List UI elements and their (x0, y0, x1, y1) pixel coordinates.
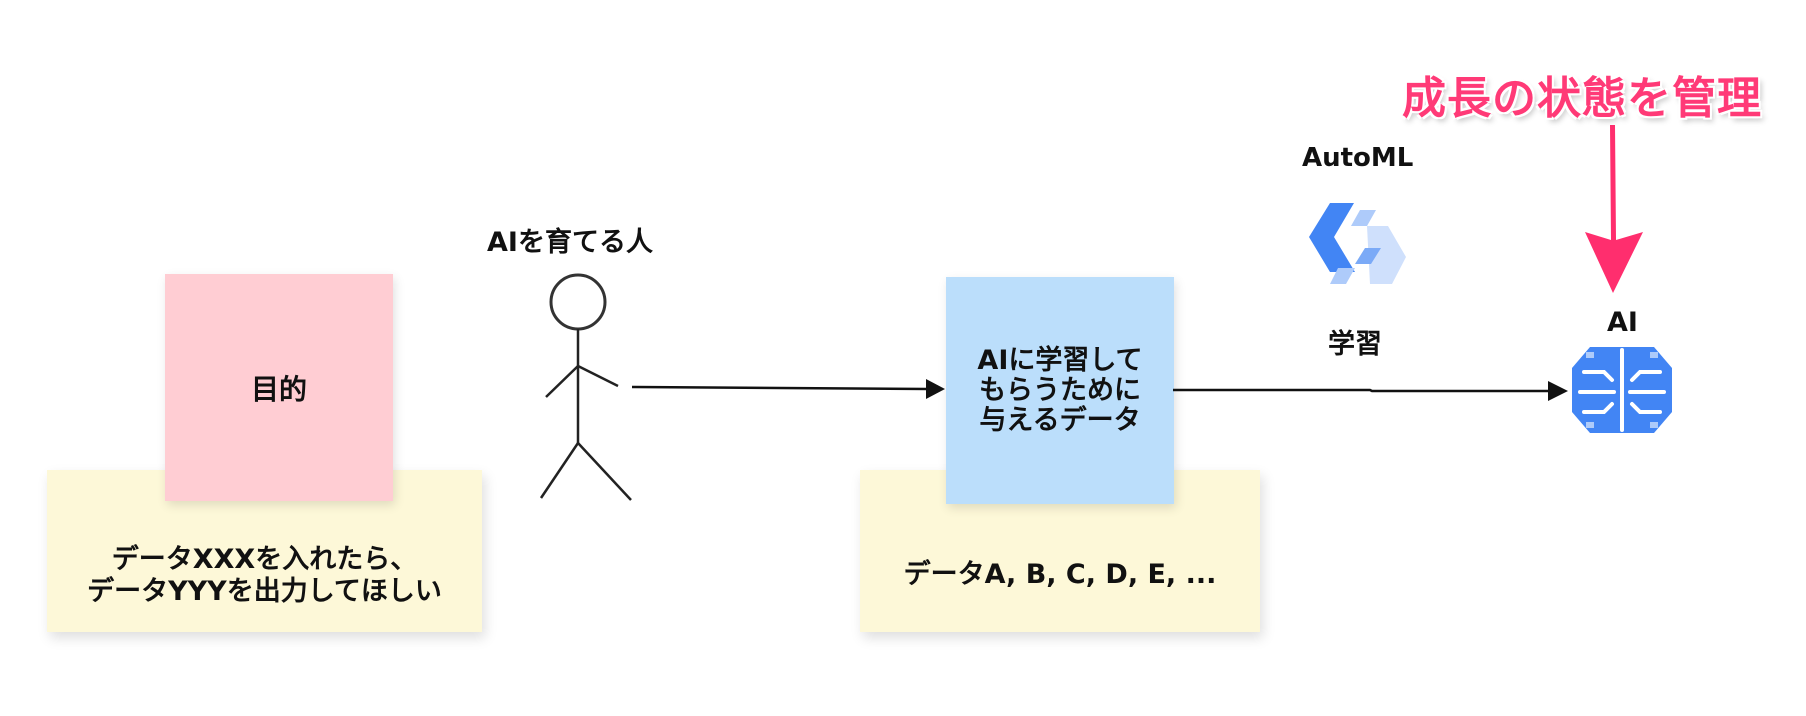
data-examples-text: データA, B, C, D, E, ... (903, 558, 1217, 590)
learning-step-label: 学習 (1328, 329, 1382, 360)
ai-label: AI (1607, 307, 1638, 338)
trainer-label: AIを育てる人 (487, 227, 653, 258)
training-data-note: AIに学習して もらうために 与えるデータ (946, 277, 1174, 504)
training-data-title: AIに学習して もらうために 与えるデータ (977, 344, 1143, 436)
purpose-title: 目的 (250, 372, 307, 406)
callout-text: 成長の状態を管理 (1402, 73, 1762, 124)
purpose-detail-text: データXXXを入れたら、 データYYYを出力してほしい (87, 544, 442, 607)
arrow-person-to-data (631, 379, 945, 399)
arrow-data-to-ai (1173, 381, 1568, 401)
automl-label: AutoML (1302, 143, 1414, 173)
callout-arrow (1585, 125, 1643, 293)
purpose-note: 目的 (165, 274, 393, 501)
